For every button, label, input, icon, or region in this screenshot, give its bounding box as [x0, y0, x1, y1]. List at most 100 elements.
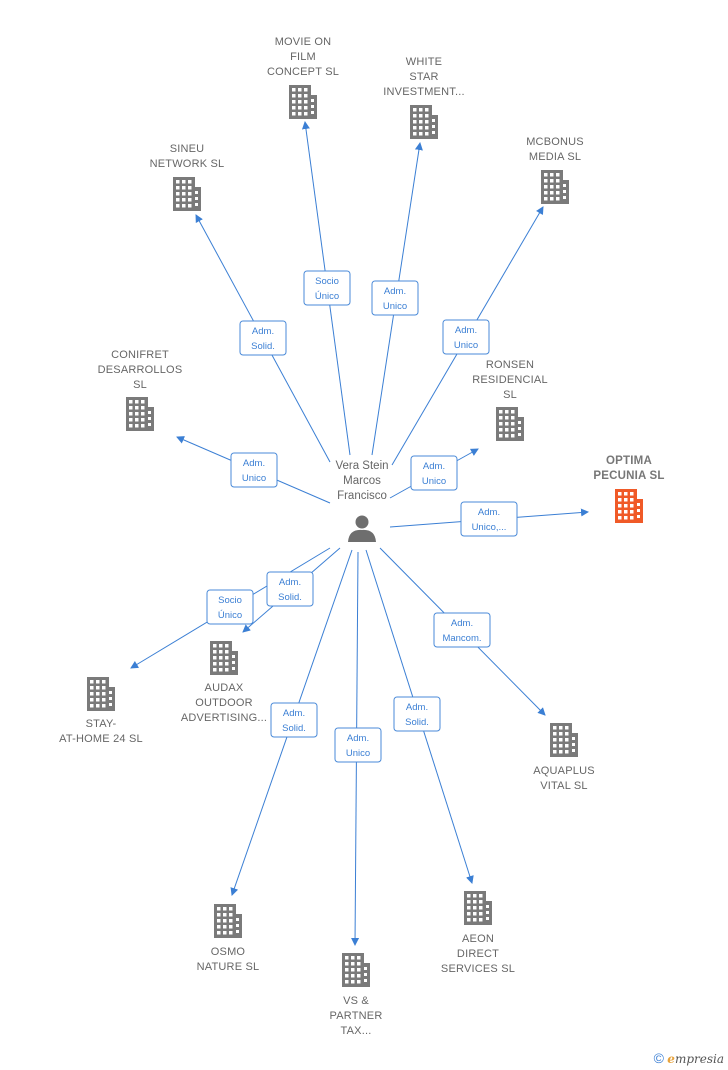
brand-logo: empresia	[667, 1052, 724, 1066]
company-node-movie-on-film[interactable]: MOVIE ON FILM CONCEPT SL	[267, 36, 339, 119]
company-node-audax[interactable]: AUDAX OUTDOOR ADVERTISING...	[181, 641, 267, 724]
role-box	[433, 612, 491, 648]
role-label: Mancom.	[442, 633, 481, 644]
company-name-line: SINEU	[170, 143, 205, 155]
role-badge-osmo[interactable]: Adm.Solid.	[270, 702, 318, 738]
company-name-line: MCBONUS	[526, 136, 584, 148]
role-badge-ronsen[interactable]: Adm. Unico	[410, 455, 458, 491]
company-name-line: VS &	[343, 995, 369, 1007]
role-label: Único	[315, 291, 339, 302]
person-name-line: Marcos	[343, 475, 381, 487]
role-box	[334, 727, 382, 763]
role-label: Adm.	[243, 458, 265, 469]
company-name-line: WHITE	[406, 56, 442, 68]
company-name-line: AEON	[462, 933, 494, 945]
company-name-line: FILM	[290, 51, 316, 63]
nodes-layer: MOVIE ON FILM CONCEPT SL WHITESTARINVESTMEN…	[59, 36, 664, 1037]
role-label: Adm.	[478, 507, 500, 518]
role-badge-white-star[interactable]: Adm. Unico	[371, 280, 419, 316]
company-name-line: AUDAX	[205, 682, 244, 694]
role-label: Único	[218, 610, 242, 621]
company-name-line: ADVERTISING...	[181, 712, 267, 724]
building-icon	[87, 677, 115, 711]
role-badge-vs-partner[interactable]: Adm.Unico	[334, 727, 382, 763]
company-name-line: MOVIE ON	[275, 36, 332, 48]
role-label: Unico	[383, 301, 407, 312]
role-box	[230, 452, 278, 488]
company-name-line: SL	[133, 379, 147, 391]
building-icon	[214, 904, 242, 938]
building-icon	[615, 489, 643, 523]
role-badge-aquaplus[interactable]: Adm.Mancom.	[433, 612, 491, 648]
company-name-line: TAX...	[341, 1025, 372, 1037]
company-name-line: AT-HOME 24 SL	[59, 733, 143, 745]
company-name-line: PARTNER	[330, 1010, 383, 1022]
company-node-stay-at-home[interactable]: STAY-AT-HOME 24 SL	[59, 677, 143, 745]
company-name-line: AQUAPLUS	[533, 765, 595, 777]
role-label: Adm.	[455, 325, 477, 336]
role-label: Unico	[454, 340, 478, 351]
role-badge-aeon[interactable]: Adm. Solid.	[393, 696, 441, 732]
company-name-line: VITAL SL	[540, 780, 587, 792]
role-label: Adm.	[252, 326, 274, 337]
company-name-line: RESIDENCIAL	[472, 374, 548, 386]
copyright-icon: ©	[653, 1050, 664, 1066]
role-label: Socio	[218, 595, 242, 606]
person-name-line: Vera Stein	[335, 460, 388, 472]
building-icon	[541, 170, 569, 204]
company-node-osmo[interactable]: OSMO NATURE SL	[197, 904, 260, 973]
company-name-line: DESARROLLOS	[98, 364, 183, 376]
role-label: Adm.	[279, 577, 301, 588]
company-name-line: SL	[503, 389, 517, 401]
role-badge-optima[interactable]: Adm. Unico,...	[460, 501, 518, 537]
company-node-sineu[interactable]: SINEU NETWORK SL	[150, 143, 225, 211]
company-name-line: OUTDOOR	[195, 697, 253, 709]
role-label: Adm.	[384, 286, 406, 297]
building-icon	[126, 397, 154, 431]
role-box	[206, 589, 254, 625]
role-label: Unico,...	[472, 522, 507, 533]
building-icon	[550, 723, 578, 757]
role-label: Socio	[315, 276, 339, 287]
company-name-line: OPTIMA	[606, 455, 652, 467]
brand-footer: © empresia	[654, 1050, 724, 1066]
building-icon	[289, 85, 317, 119]
role-label: Solid.	[405, 717, 429, 728]
company-node-ronsen[interactable]: RONSEN RESIDENCIAL SL	[472, 359, 548, 441]
role-label: Unico	[422, 476, 446, 487]
company-name-line: CONCEPT SL	[267, 66, 339, 78]
building-icon	[496, 407, 524, 441]
role-label: Solid.	[251, 341, 275, 352]
company-name-line: SERVICES SL	[441, 963, 515, 975]
company-name-line: NETWORK SL	[150, 158, 225, 170]
company-name-line: NATURE SL	[197, 961, 260, 973]
role-badge-mcbonus[interactable]: Adm. Unico	[442, 319, 490, 355]
role-label: Adm.	[423, 461, 445, 472]
role-label: Solid.	[282, 723, 306, 734]
person-icon	[348, 515, 376, 542]
role-label: Solid.	[278, 592, 302, 603]
role-box	[371, 280, 419, 316]
role-label: Unico	[346, 748, 370, 759]
company-name-line: RONSEN	[486, 359, 534, 371]
company-node-aquaplus[interactable]: AQUAPLUS VITAL SL	[533, 723, 595, 792]
role-box	[266, 571, 314, 607]
role-label: Adm.	[406, 702, 428, 713]
building-icon	[173, 177, 201, 211]
company-node-vs-partner[interactable]: VS & PARTNER TAX...	[330, 953, 383, 1037]
company-name-line: OSMO	[211, 946, 246, 958]
role-badge-sineu[interactable]: Adm. Solid.	[239, 320, 287, 356]
role-badge-conifret[interactable]: Adm.Unico	[230, 452, 278, 488]
company-node-white-star[interactable]: WHITESTARINVESTMENT...	[383, 56, 465, 139]
role-badge-audax[interactable]: Adm. Solid.	[266, 571, 314, 607]
building-icon	[210, 641, 238, 675]
